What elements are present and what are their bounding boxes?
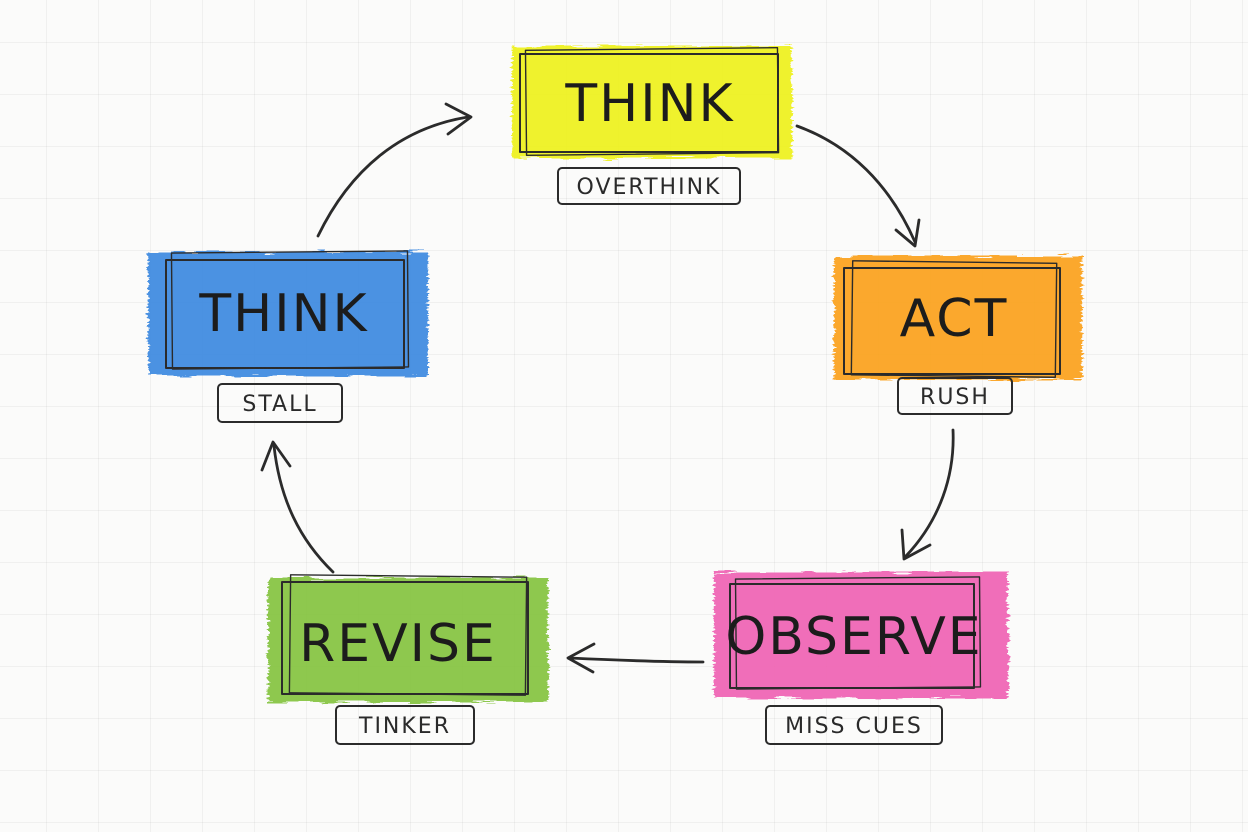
stage-think-left: THINK: [148, 250, 428, 376]
stage-think-left-border-sketch: [170, 250, 410, 370]
tag-overthink: OVERTHINK: [557, 167, 741, 205]
stage-act-fill: [834, 256, 1082, 380]
stage-act-label: ACT: [900, 289, 1009, 349]
tag-stall-box: [217, 383, 343, 423]
arrow-act-to-observe: [900, 428, 955, 561]
tag-overthink-label: OVERTHINK: [577, 175, 722, 200]
stage-observe-label: OBSERVE: [725, 607, 982, 667]
stage-revise-fill: [268, 578, 548, 702]
stage-think-left-label: THINK: [198, 284, 368, 344]
stage-observe-border-sketch: [734, 576, 982, 690]
tag-tinker-box: [335, 705, 475, 745]
tag-overthink-box: [557, 167, 741, 205]
tag-stall-label: STALL: [242, 392, 317, 417]
tag-rush-box: [897, 377, 1013, 415]
stage-revise: REVISE: [268, 574, 548, 702]
stage-think-top-label: THINK: [564, 74, 734, 134]
tag-rush-label: RUSH: [920, 385, 990, 410]
stage-act: ACT: [834, 256, 1082, 380]
stage-think-left-fill: [148, 252, 428, 376]
stage-act-border-sketch: [850, 260, 1058, 378]
arrow-observe-to-revise: [566, 642, 705, 674]
stage-revise-border-sketch: [288, 574, 528, 696]
arrow-think-to-act: [795, 124, 921, 248]
stage-observe-fill: [714, 572, 1008, 698]
tag-tinker: TINKER: [335, 705, 475, 745]
tag-stall: STALL: [217, 383, 343, 423]
arrow-revise-to-think: [260, 440, 335, 574]
stage-think-top-border-sketch: [524, 46, 780, 156]
tag-miss-cues: MISS CUES: [765, 705, 943, 745]
tag-tinker-label: TINKER: [358, 714, 451, 739]
tag-rush: RUSH: [897, 377, 1013, 415]
stage-revise-label: REVISE: [299, 614, 497, 674]
stage-think-top: THINK: [512, 46, 792, 158]
stage-observe: OBSERVE: [714, 572, 1008, 698]
tag-miss-cues-box: [765, 705, 943, 745]
tag-miss-cues-label: MISS CUES: [785, 714, 923, 739]
stage-think-top-fill: [512, 46, 792, 158]
arrow-think-to-think: [316, 102, 473, 238]
stage-act-border: [843, 267, 1061, 375]
